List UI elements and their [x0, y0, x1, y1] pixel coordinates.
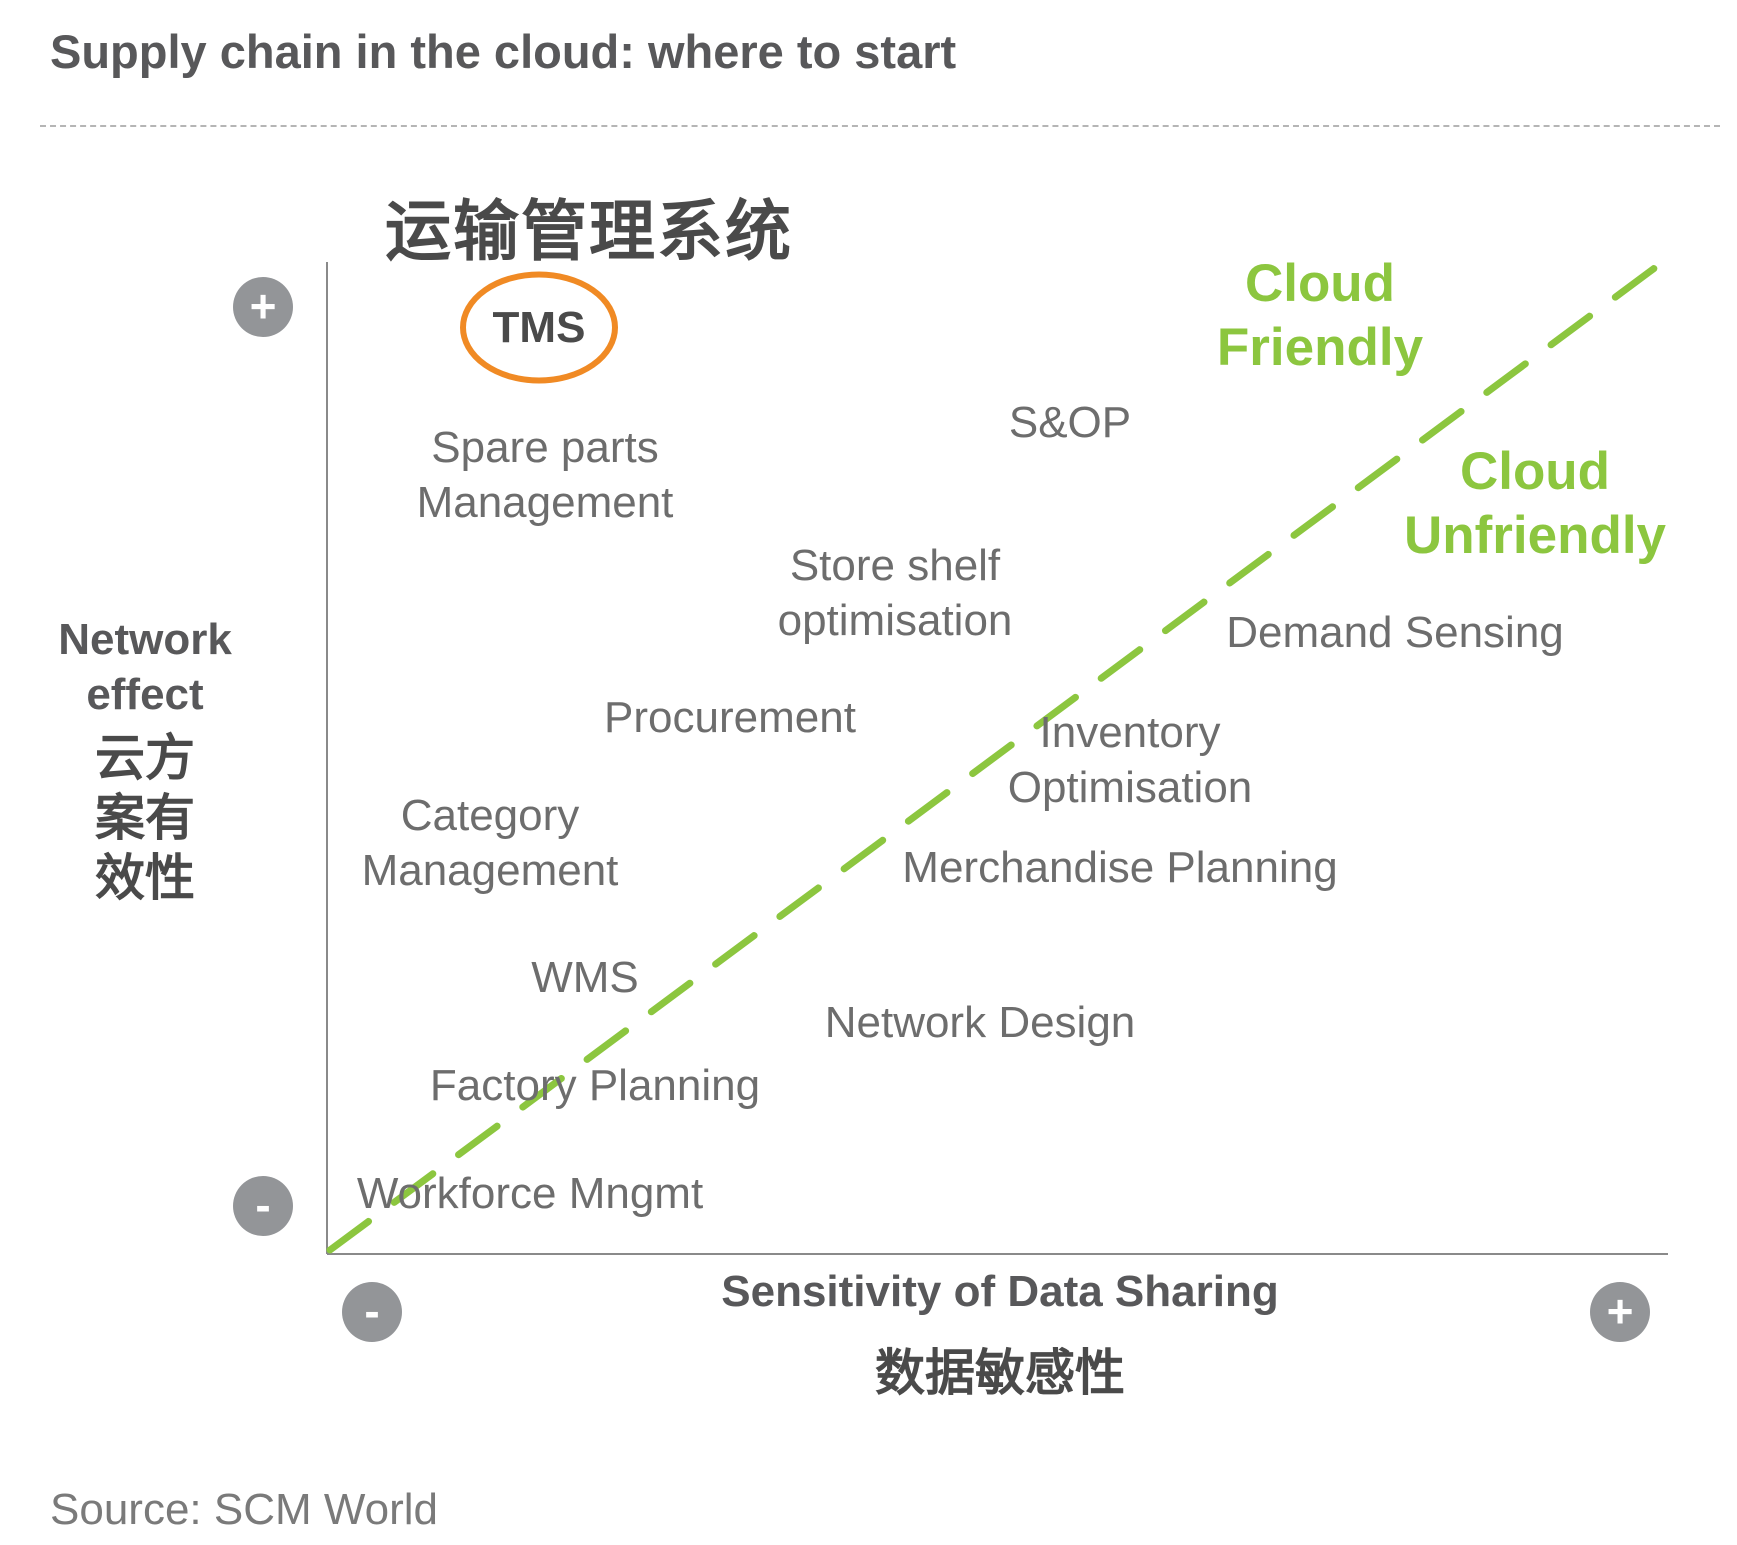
y-axis-label-cn: 云方 案有 效性	[40, 728, 250, 908]
y-axis-minus-icon: -	[233, 1176, 293, 1236]
x-axis-minus-icon: -	[342, 1282, 402, 1342]
item-factory: Factory Planning	[415, 1058, 775, 1113]
item-line: optimisation	[777, 596, 1013, 645]
zone-cloud-unfriendly: Cloud Unfriendly	[1380, 440, 1690, 568]
cloud-divider-line	[326, 260, 1664, 1254]
item-line: Management	[361, 846, 619, 895]
zone-label-line: Friendly	[1216, 318, 1424, 377]
item-line: Inventory	[1039, 708, 1221, 757]
source-note: Source: SCM World	[50, 1485, 438, 1534]
y-axis-label-cn-line: 云方	[95, 730, 195, 786]
tms-label: TMS	[492, 302, 586, 352]
item-spare-parts: Spare parts Management	[385, 420, 705, 530]
page-title: Supply chain in the cloud: where to star…	[50, 25, 957, 78]
item-sop: S&OP	[985, 395, 1155, 450]
y-axis-label-cn-line: 效性	[95, 850, 195, 906]
item-category: Category Management	[340, 788, 640, 898]
item-line: Procurement	[604, 693, 856, 742]
item-network-design: Network Design	[810, 995, 1150, 1050]
item-line: Merchandise Planning	[902, 843, 1338, 892]
y-axis-label: Network effect 云方 案有 效性	[40, 612, 250, 908]
item-line: Network Design	[824, 998, 1136, 1047]
x-axis-plus-icon: +	[1590, 1282, 1650, 1342]
item-wms: WMS	[520, 950, 650, 1005]
zone-cloud-friendly: Cloud Friendly	[1150, 252, 1490, 380]
item-inventory: Inventory Optimisation	[980, 705, 1280, 815]
item-line: Workforce Mngmt	[356, 1169, 704, 1218]
x-axis-label: Sensitivity of Data Sharing 数据敏感性	[600, 1267, 1400, 1405]
item-line: Demand Sensing	[1226, 608, 1564, 657]
x-axis-label-cn: 数据敏感性	[875, 1345, 1125, 1401]
zone-label-line: Cloud	[1459, 442, 1611, 501]
y-axis-plus-icon: +	[233, 277, 293, 337]
item-line: S&OP	[1008, 398, 1132, 447]
item-line: Category	[400, 791, 580, 840]
item-line: Store shelf	[789, 541, 1001, 590]
tms-highlight: TMS	[459, 270, 619, 385]
item-demand-sensing: Demand Sensing	[1210, 605, 1580, 660]
y-axis-label-cn-line: 案有	[95, 790, 195, 846]
item-store-shelf: Store shelf optimisation	[735, 538, 1055, 648]
item-line: Management	[416, 478, 674, 527]
item-line: Factory Planning	[429, 1061, 761, 1110]
item-workforce: Workforce Mngmt	[345, 1166, 715, 1221]
item-merchandise: Merchandise Planning	[885, 840, 1355, 895]
zone-label-line: Cloud	[1244, 254, 1396, 313]
item-line: Optimisation	[1007, 763, 1253, 812]
y-axis-label-en: Network effect	[58, 615, 232, 719]
item-procurement: Procurement	[580, 690, 880, 745]
highlight-ring-icon	[460, 271, 618, 384]
item-line: Spare parts	[431, 423, 659, 472]
item-line: WMS	[531, 953, 639, 1002]
x-axis-label-en: Sensitivity of Data Sharing	[721, 1267, 1279, 1316]
chinese-title: 运输管理系统	[385, 194, 793, 268]
title-divider	[40, 125, 1720, 127]
zone-label-line: Unfriendly	[1403, 506, 1667, 565]
